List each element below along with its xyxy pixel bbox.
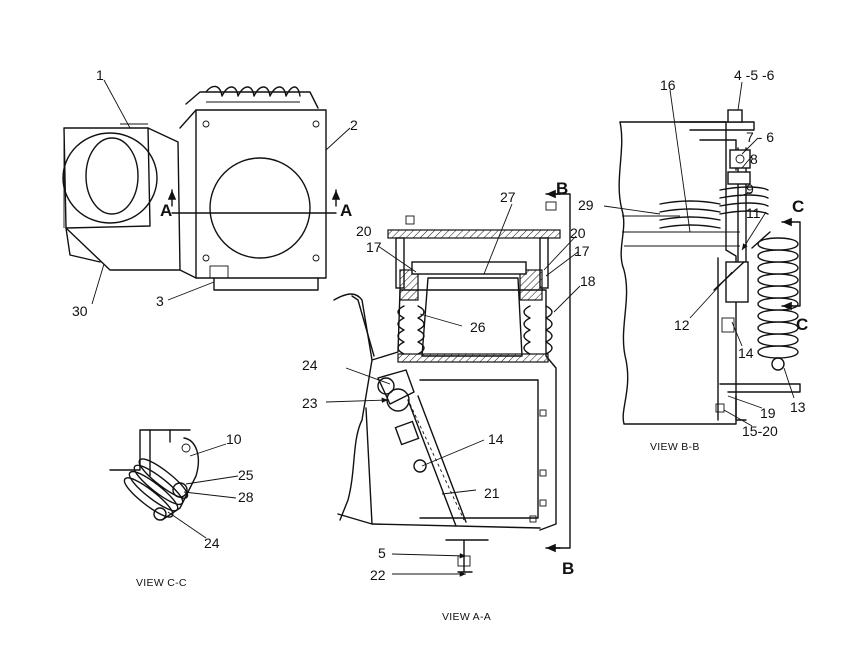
detail-view-cc [109,429,239,539]
callout-21: 21 [484,485,500,501]
callout-11: 11 [746,205,761,221]
callout-1: 1 [96,67,104,83]
section-mark-a-right: A [340,201,352,220]
callout-27: 27 [500,189,516,205]
callout-17-left: 17 [366,239,382,255]
callout-13: 13 [790,399,806,415]
section-view-aa [325,189,581,577]
callout-2: 2 [350,117,358,133]
callout-25: 25 [238,467,254,483]
caption-view-aa: VIEW A-A [442,611,491,623]
callout-16: 16 [660,77,676,93]
callout-23: 23 [302,395,318,411]
section-mark-a-left: A [160,201,172,220]
caption-view-cc: VIEW C-C [136,577,187,589]
callout-24: 24 [302,357,318,373]
callout-30: 30 [72,303,88,319]
callout-20-left: 20 [356,223,372,239]
callout-5: 5 [378,545,386,561]
callout-14-bb: 14 [738,345,754,361]
isometric-view [62,79,351,305]
callout-26: 26 [470,319,486,335]
section-mark-b-top: B [556,179,568,198]
callout-20-right: 20 [570,225,586,241]
callout-14: 14 [488,431,504,447]
callout-9: 9 [746,181,754,197]
view-captions: VIEW A-A VIEW B-B VIEW C-C [136,441,700,623]
callout-22: 22 [370,567,386,583]
section-mark-b-bottom: B [562,559,574,578]
callout-18: 18 [580,273,596,289]
callout-4-5-6: 4 -5 -6 [734,67,775,83]
callout-3: 3 [156,293,164,309]
section-mark-c-top: C [792,197,804,216]
section-mark-c-bottom: C [796,315,808,334]
callout-8: 8 [750,151,758,167]
callout-labels: 1 2 3 30 27 20 17 20 17 18 26 24 23 14 2… [72,67,806,583]
section-markers: A A B B C C [160,179,808,578]
callout-12: 12 [674,317,690,333]
callout-24-detail: 24 [204,535,220,551]
section-view-bb [603,81,801,427]
callout-10: 10 [226,431,242,447]
callout-28: 28 [238,489,254,505]
caption-view-bb: VIEW B-B [650,441,700,453]
callout-19: 19 [760,405,776,421]
callout-7-6: 7 - 6 [746,129,774,145]
callout-15-20: 15-20 [742,423,778,439]
callout-29: 29 [578,197,594,213]
callout-17-right: 17 [574,243,590,259]
